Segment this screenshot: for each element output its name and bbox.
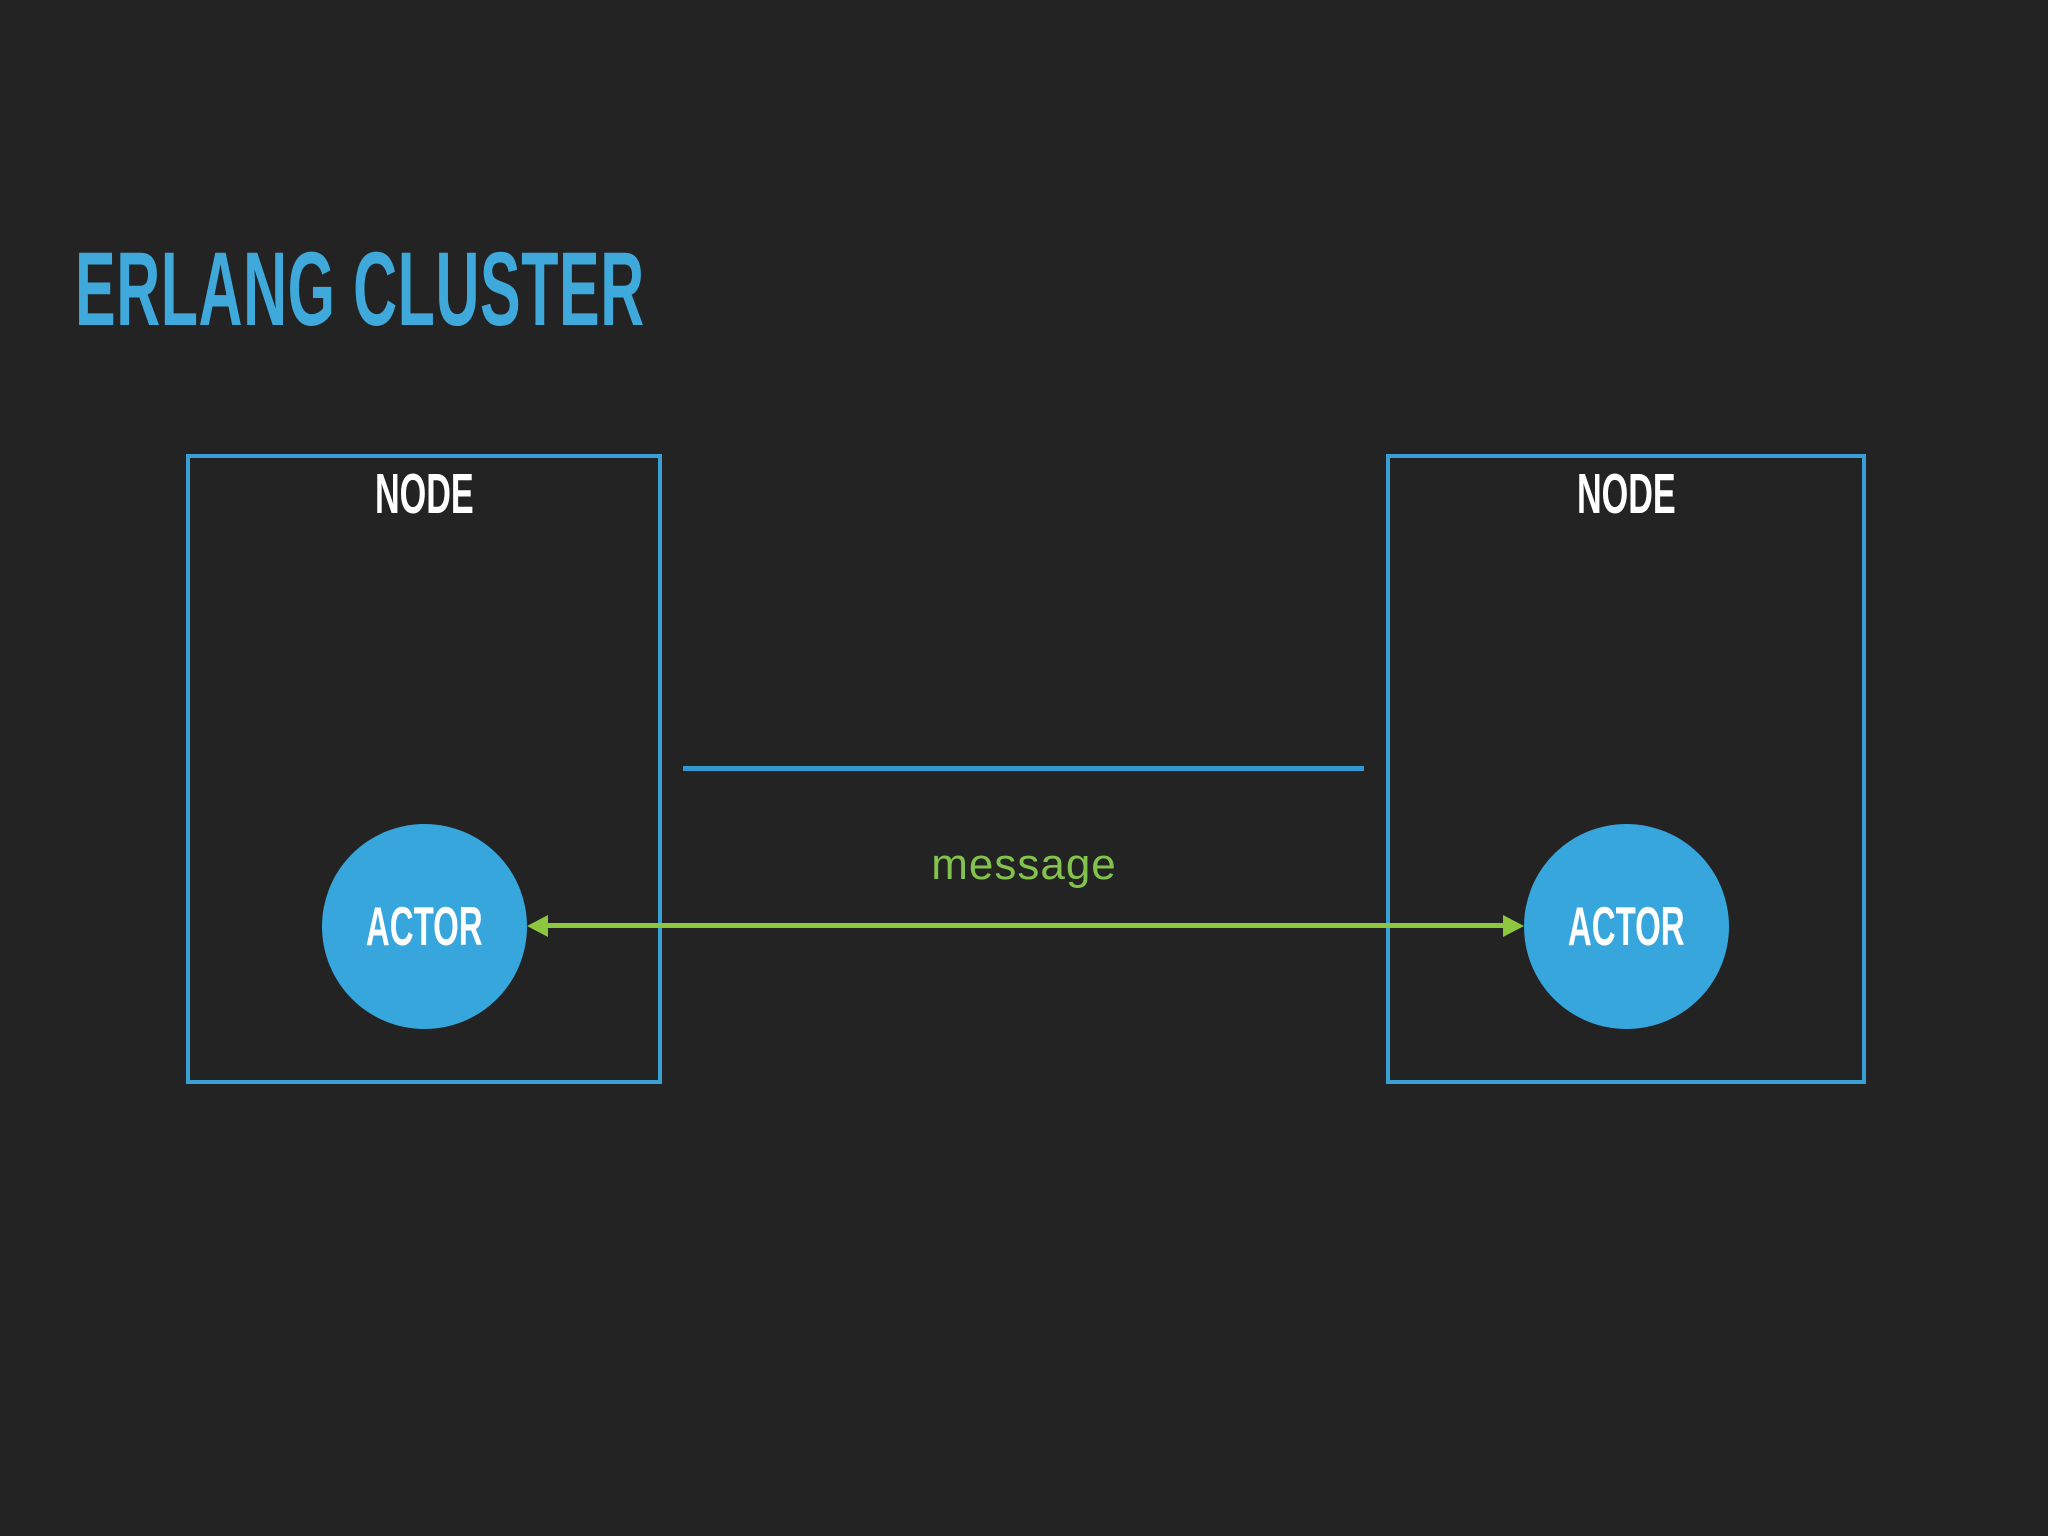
actor-right-label: ACTOR	[1568, 895, 1685, 957]
actor-left-label: ACTOR	[366, 895, 483, 957]
actor-circle-left: ACTOR	[322, 824, 527, 1029]
node-box-right: NODE	[1386, 454, 1866, 1084]
page-title-text: ERLANG CLUSTER	[75, 231, 645, 348]
node-link-line	[683, 766, 1364, 771]
message-arrow-shaft	[545, 923, 1505, 928]
node-left-label-text: NODE	[374, 462, 474, 526]
node-right-label-text: NODE	[1576, 462, 1676, 526]
node-box-left: NODE	[186, 454, 662, 1084]
message-label: message	[931, 840, 1117, 889]
page-title: ERLANG CLUSTER	[75, 237, 1057, 342]
actor-circle-right: ACTOR	[1524, 824, 1729, 1029]
node-right-label: NODE	[1390, 466, 1862, 523]
arrow-head-right-icon	[1503, 915, 1524, 937]
arrow-head-left-icon	[527, 915, 548, 937]
node-left-label: NODE	[190, 466, 658, 523]
